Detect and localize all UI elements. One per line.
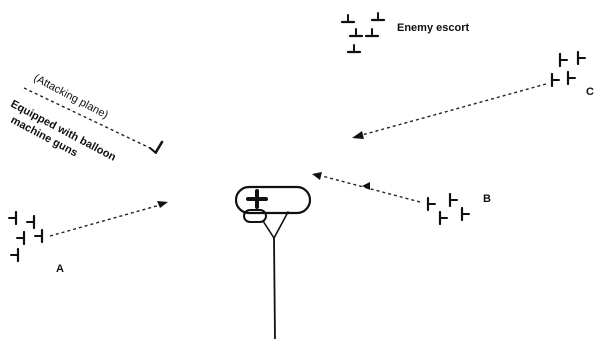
group-c-label: C xyxy=(586,86,594,98)
escort-plane-icon xyxy=(370,11,386,22)
group-a-attack-line xyxy=(49,204,161,237)
rigging-line xyxy=(273,211,289,239)
escort-plane-icon xyxy=(348,27,364,38)
plane-icon xyxy=(25,214,36,230)
group-b-formation xyxy=(426,192,471,226)
attacking-plane-path xyxy=(23,87,164,154)
group-a-arrowhead xyxy=(157,201,168,208)
group-a-label: A xyxy=(56,263,64,275)
attack-track-line xyxy=(23,87,151,149)
group-c-attack-line xyxy=(361,83,547,136)
plane-icon xyxy=(426,196,437,212)
tether-cable xyxy=(273,237,276,339)
plane-icon xyxy=(550,72,561,88)
plane-icon xyxy=(7,210,18,226)
plane-icon xyxy=(15,230,26,246)
group-b-arrowhead xyxy=(312,172,322,180)
plane-icon xyxy=(438,210,449,226)
escort-plane-icon xyxy=(346,43,362,54)
group-c-arrowhead xyxy=(352,131,364,139)
plane-icon xyxy=(558,52,569,68)
group-b-label: B xyxy=(483,193,491,205)
plane-icon xyxy=(9,247,20,263)
enemy-escort-formation xyxy=(340,11,386,54)
group-b-mid-arrow xyxy=(362,182,370,190)
attacking-plane-icon xyxy=(149,140,164,154)
plane-icon xyxy=(566,70,577,86)
plane-icon xyxy=(576,50,587,66)
plane-icon xyxy=(448,192,459,208)
escort-plane-icon xyxy=(340,13,356,24)
group-c-formation xyxy=(550,50,587,88)
escort-plane-icon xyxy=(364,27,380,38)
group-a-formation xyxy=(7,210,44,263)
balloon-envelope xyxy=(234,185,312,215)
plane-icon xyxy=(460,206,471,222)
observation-balloon-icon xyxy=(234,185,312,339)
group-b-attack-line xyxy=(321,175,421,203)
cross-icon xyxy=(246,189,268,209)
balloon-basket xyxy=(243,209,267,223)
plane-icon xyxy=(33,228,44,244)
enemy-escort-label: Enemy escort xyxy=(397,22,469,34)
rigging-line xyxy=(262,220,275,239)
